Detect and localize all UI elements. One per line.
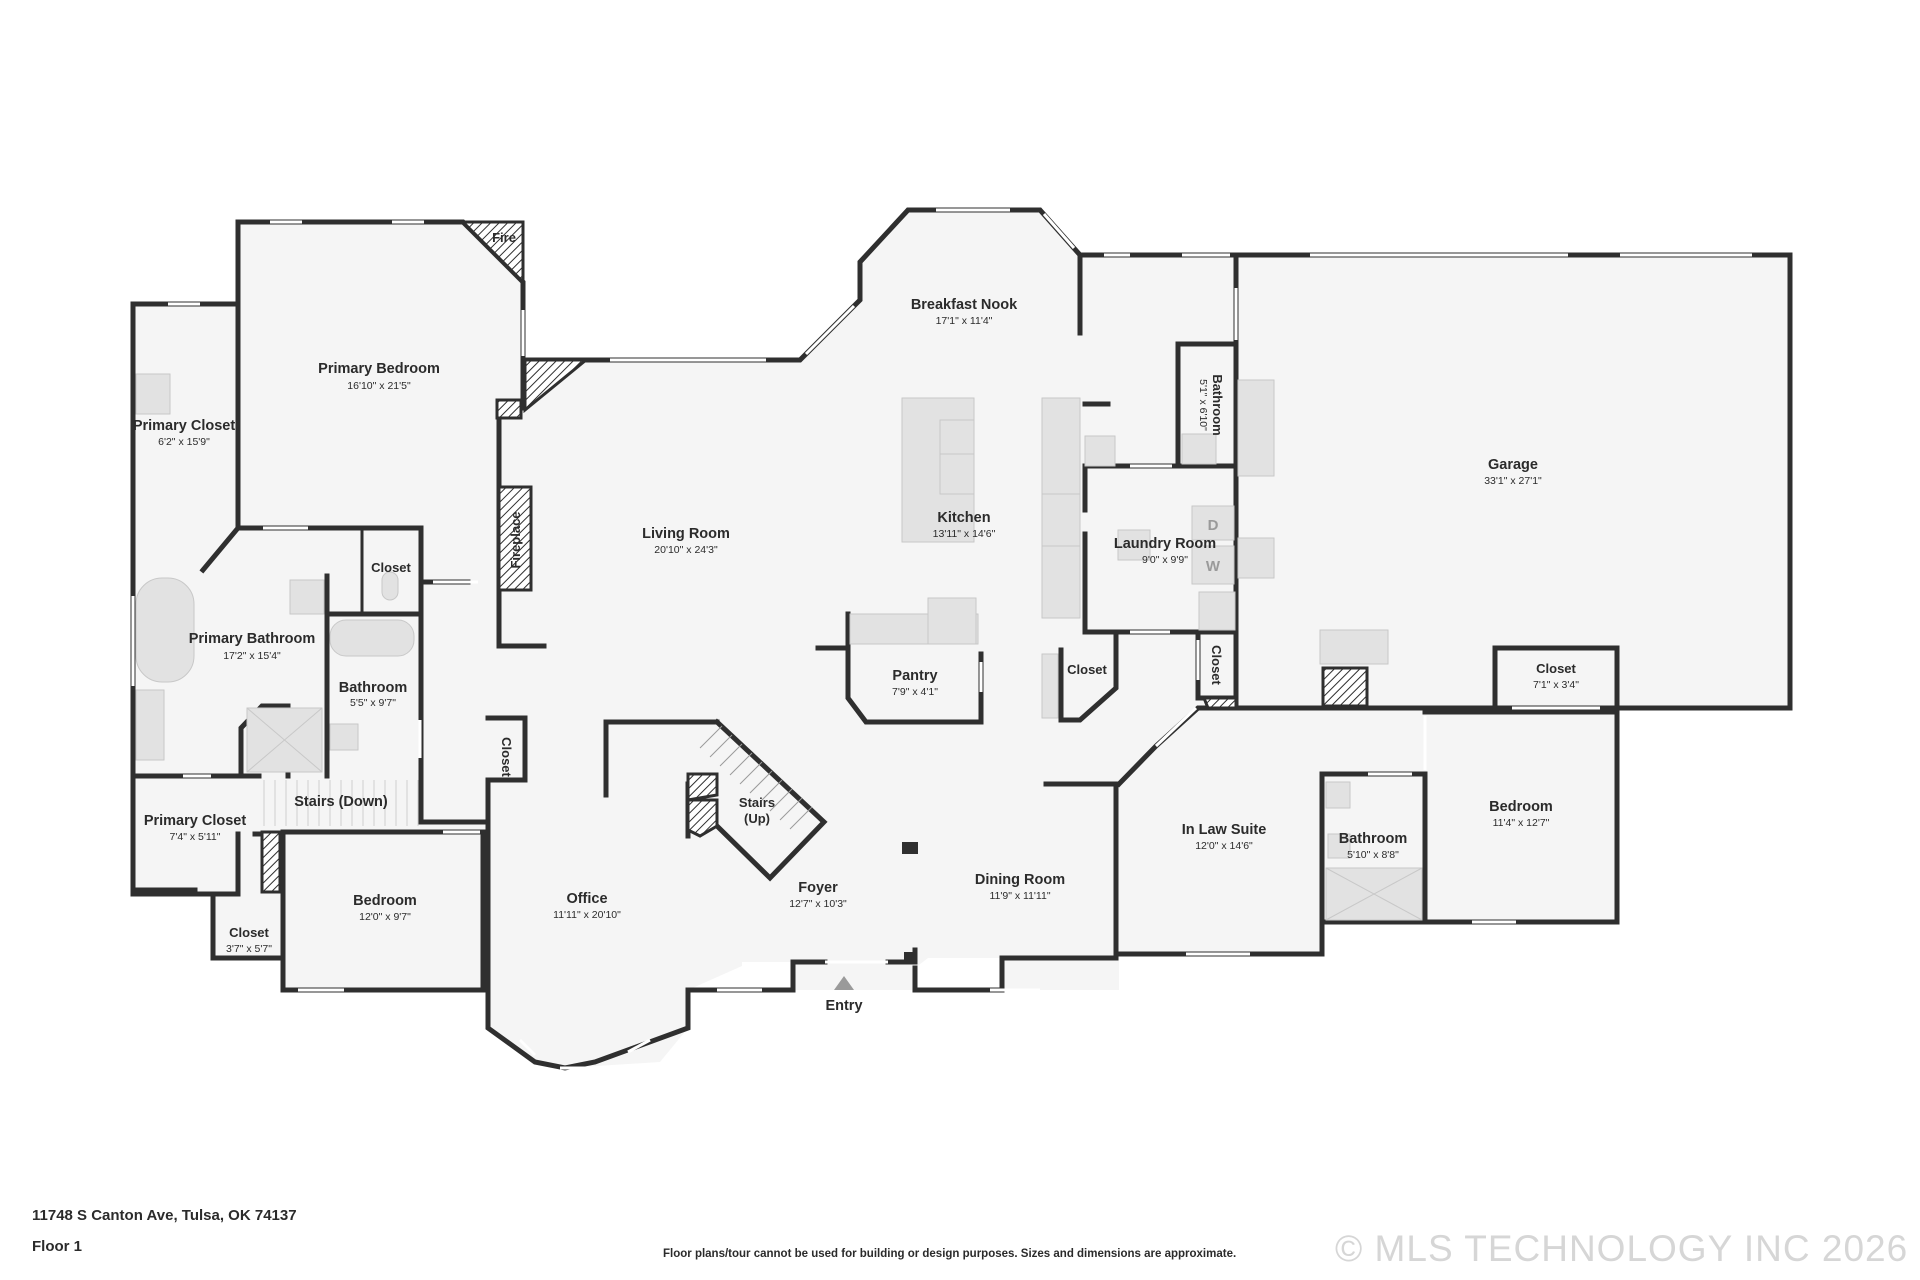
closet-vertical-label: Closet xyxy=(1209,645,1224,685)
disclaimer: Floor plans/tour cannot be used for buil… xyxy=(663,1248,1237,1260)
closet-kitchen-label: Closet xyxy=(1067,662,1107,677)
pantry-dims: 7'9" x 4'1" xyxy=(892,686,938,698)
dryer-icon xyxy=(1191,505,1235,541)
floor-label: Floor 1 xyxy=(32,1238,83,1255)
stairs xyxy=(263,725,813,830)
office-label: Office xyxy=(566,891,607,907)
office-dims: 11'11" x 20'10" xyxy=(553,909,621,921)
stair-tread xyxy=(719,743,743,767)
laundry-room-label: Laundry Room xyxy=(1114,536,1216,552)
dryer-label: D xyxy=(1208,517,1219,534)
stair-tread xyxy=(699,725,723,749)
bedroom-right-label: Bedroom xyxy=(1489,799,1553,815)
pantry-label: Pantry xyxy=(892,668,937,684)
closet-garage-dims: 7'1" x 3'4" xyxy=(1533,679,1579,691)
stair-tread xyxy=(729,752,753,776)
garage-dims: 33'1" x 27'1" xyxy=(1484,475,1542,487)
stair-tread xyxy=(789,806,813,830)
address: 11748 S Canton Ave, Tulsa, OK 74137 xyxy=(32,1207,297,1224)
breakfast-nook-label: Breakfast Nook xyxy=(911,297,1018,313)
primary-bathroom-dims: 17'2" x 15'4" xyxy=(223,650,281,662)
stair-tread xyxy=(709,734,733,758)
washer-icon xyxy=(1191,545,1235,585)
dining-room-dims: 11'9" x 11'11" xyxy=(989,890,1050,902)
primary-bathroom-label: Primary Bathroom xyxy=(189,631,316,647)
entry-label: Entry xyxy=(825,998,862,1014)
foyer-label: Foyer xyxy=(798,880,838,896)
breakfast-nook-dims: 17'1" x 11'4" xyxy=(936,315,993,327)
fire-label: Fire xyxy=(492,230,516,245)
primary-closet-top-dims: 6'2" x 15'9" xyxy=(158,436,210,448)
closet-office-label: Closet xyxy=(499,737,514,777)
primary-bedroom-label: Primary Bedroom xyxy=(318,361,440,377)
laundry-room-dims: 9'0" x 9'9" xyxy=(1142,554,1188,566)
bedroom-left-label: Bedroom xyxy=(353,893,417,909)
primary-closet-bottom-dims: 7'4" x 5'11" xyxy=(170,831,221,843)
stair-tread xyxy=(749,770,773,794)
fixtures xyxy=(135,373,1423,921)
bathroom-garage-dims: 5'1" x 6'10" xyxy=(1197,379,1209,431)
entry-marker xyxy=(834,842,918,990)
living-room-label: Living Room xyxy=(642,526,730,542)
bedroom-right-dims: 11'4" x 12'7" xyxy=(1493,817,1550,829)
hatched-blocks xyxy=(260,220,1369,894)
stairs-up-label: Stairs xyxy=(739,795,775,810)
primary-closet-bottom-label: Primary Closet xyxy=(144,813,247,829)
primary-closet-top-label: Primary Closet xyxy=(133,418,236,434)
in-law-suite-label: In Law Suite xyxy=(1182,822,1267,838)
stairs-down-label: Stairs (Down) xyxy=(294,794,388,810)
bathroom-hall-dims: 5'5" x 9'7" xyxy=(350,697,396,709)
stair-tread xyxy=(759,779,783,803)
stair-tread xyxy=(739,761,763,785)
closet-wc-label: Closet xyxy=(371,560,411,575)
primary-bedroom-dims: 16'10" x 21'5" xyxy=(347,380,411,392)
kitchen-dims: 13'11" x 14'6" xyxy=(933,528,996,540)
garage-label: Garage xyxy=(1488,457,1538,473)
kitchen-label: Kitchen xyxy=(937,510,990,526)
closet-small-label: Closet xyxy=(229,925,269,940)
stairs-up-label-2: (Up) xyxy=(744,811,770,826)
bathroom-suite-label: Bathroom xyxy=(1339,831,1407,847)
bathroom-hall-label: Bathroom xyxy=(339,680,407,696)
dining-room-label: Dining Room xyxy=(975,872,1065,888)
fireplace-label: Fireplace xyxy=(508,511,523,568)
closet-small-dims: 3'7" x 5'7" xyxy=(226,943,272,955)
bathroom-garage-label: Bathroom xyxy=(1210,374,1225,435)
stair-tread xyxy=(779,797,803,821)
living-room-dims: 20'10" x 24'3" xyxy=(654,544,718,556)
room-labels: Primary Bedroom 16'10" x 21'5" Primary C… xyxy=(133,230,1579,1014)
watermark: © MLS TECHNOLOGY INC 2026 xyxy=(1335,1228,1909,1269)
windows xyxy=(131,208,1752,1070)
bathroom-suite-dims: 5'10" x 8'8" xyxy=(1347,849,1399,861)
foyer-dims: 12'7" x 10'3" xyxy=(789,898,847,910)
bedroom-left-dims: 12'0" x 9'7" xyxy=(359,911,411,923)
closet-garage-label: Closet xyxy=(1536,661,1576,676)
stair-tread xyxy=(769,788,793,812)
in-law-suite-dims: 12'0" x 14'6" xyxy=(1195,840,1253,852)
washer-label: W xyxy=(1206,558,1221,575)
